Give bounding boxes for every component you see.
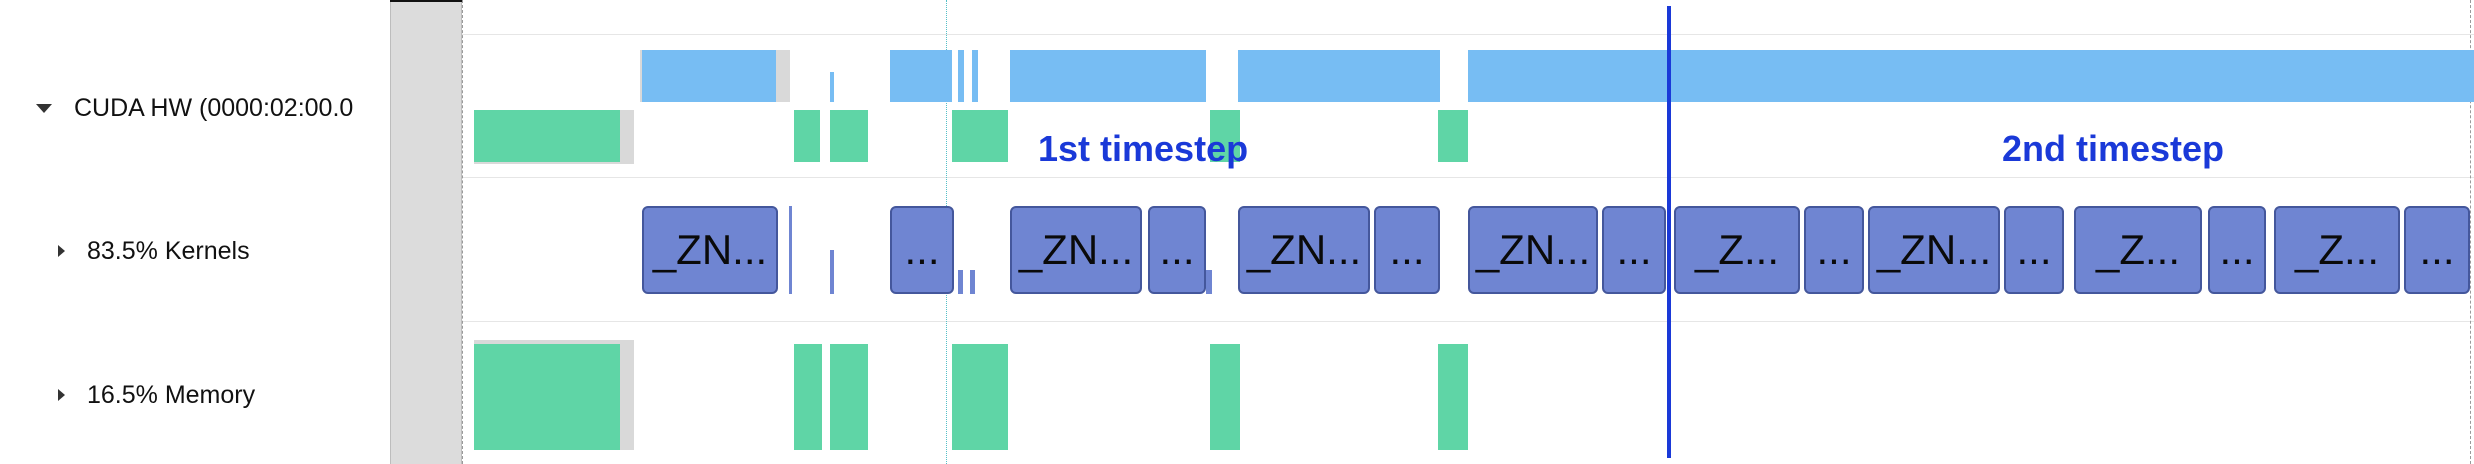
row-separator bbox=[462, 34, 2474, 35]
memory-transfer[interactable] bbox=[1438, 344, 1468, 450]
hw-memory-activity[interactable] bbox=[474, 110, 620, 162]
annotation-second-timestep: 2nd timestep bbox=[2002, 128, 2225, 169]
expand-arrow-icon[interactable] bbox=[36, 103, 52, 113]
hw-kernel-activity[interactable] bbox=[1010, 50, 1206, 102]
memory-transfer[interactable] bbox=[474, 344, 620, 450]
kernel-sliver[interactable] bbox=[1206, 270, 1212, 294]
kernel-block[interactable]: _Z... bbox=[2074, 206, 2202, 294]
kernel-block[interactable]: _ZN... bbox=[1868, 206, 2000, 294]
kernel-block[interactable]: _ZN... bbox=[642, 206, 778, 294]
memory-transfer[interactable] bbox=[952, 344, 1008, 450]
hw-kernel-activity[interactable] bbox=[890, 50, 952, 102]
range-start-line bbox=[462, 0, 463, 464]
range-end-line bbox=[2470, 0, 2471, 464]
hw-memory-activity[interactable] bbox=[952, 110, 1008, 162]
hw-memory-activity[interactable] bbox=[1438, 110, 1468, 162]
memory-transfer[interactable] bbox=[1210, 344, 1240, 450]
tree-row-label: CUDA HW (0000:02:00.0 bbox=[74, 93, 354, 122]
collapse-arrow-icon[interactable] bbox=[58, 389, 65, 401]
tree-row-label: 83.5% Kernels bbox=[87, 236, 250, 265]
hw-kernel-activity[interactable] bbox=[958, 50, 964, 102]
timeline-area[interactable]: _ZN... ... _ZN... ... _ZN... ... _ZN... … bbox=[462, 0, 2474, 464]
hw-kernel-activity[interactable] bbox=[642, 50, 776, 102]
kernel-block[interactable]: ... bbox=[1374, 206, 1440, 294]
hw-memory-activity[interactable] bbox=[1210, 110, 1240, 162]
hw-kernel-activity[interactable] bbox=[830, 72, 834, 102]
kernel-block[interactable]: _Z... bbox=[1674, 206, 1800, 294]
hw-kernel-activity[interactable] bbox=[972, 50, 978, 102]
kernel-sliver[interactable] bbox=[778, 206, 792, 294]
kernel-sliver[interactable] bbox=[970, 270, 975, 294]
memory-transfer[interactable] bbox=[830, 344, 868, 450]
hw-memory-activity[interactable] bbox=[794, 110, 820, 162]
kernel-block[interactable]: ... bbox=[1602, 206, 1666, 294]
panel-splitter[interactable] bbox=[390, 0, 462, 464]
kernel-block[interactable]: _Z... bbox=[2274, 206, 2400, 294]
row-separator bbox=[462, 177, 2474, 178]
tree-row-memory[interactable]: 16.5% Memory bbox=[58, 375, 255, 415]
tree-row-label: 16.5% Memory bbox=[87, 380, 256, 409]
hw-kernel-activity[interactable] bbox=[1468, 50, 2474, 102]
collapse-arrow-icon[interactable] bbox=[58, 245, 65, 257]
kernel-block[interactable]: ... bbox=[1148, 206, 1206, 294]
row-tree-panel: CUDA HW (0000:02:00.0 83.5% Kernels 16.5… bbox=[0, 0, 390, 464]
kernel-block[interactable]: ... bbox=[2004, 206, 2064, 294]
kernel-sliver[interactable] bbox=[830, 250, 834, 294]
kernel-block[interactable]: _ZN... bbox=[1468, 206, 1598, 294]
kernel-block[interactable]: ... bbox=[2404, 206, 2470, 294]
kernel-block[interactable]: ... bbox=[1804, 206, 1864, 294]
hw-memory-activity[interactable] bbox=[830, 110, 868, 162]
tree-row-cuda-hw[interactable]: CUDA HW (0000:02:00.0 bbox=[36, 88, 353, 128]
annotation-first-timestep: 1st timestep bbox=[1038, 128, 1249, 169]
memory-transfer[interactable] bbox=[794, 344, 822, 450]
tree-row-kernels[interactable]: 83.5% Kernels bbox=[58, 231, 250, 271]
kernel-block[interactable]: ... bbox=[2208, 206, 2266, 294]
kernel-sliver[interactable] bbox=[958, 270, 963, 294]
kernel-block[interactable]: ... bbox=[890, 206, 954, 294]
timestep-boundary-marker bbox=[1667, 6, 1671, 458]
hw-kernel-activity[interactable] bbox=[1238, 50, 1440, 102]
row-separator bbox=[462, 321, 2474, 322]
kernel-block[interactable]: _ZN... bbox=[1010, 206, 1142, 294]
kernel-block[interactable]: _ZN... bbox=[1238, 206, 1370, 294]
